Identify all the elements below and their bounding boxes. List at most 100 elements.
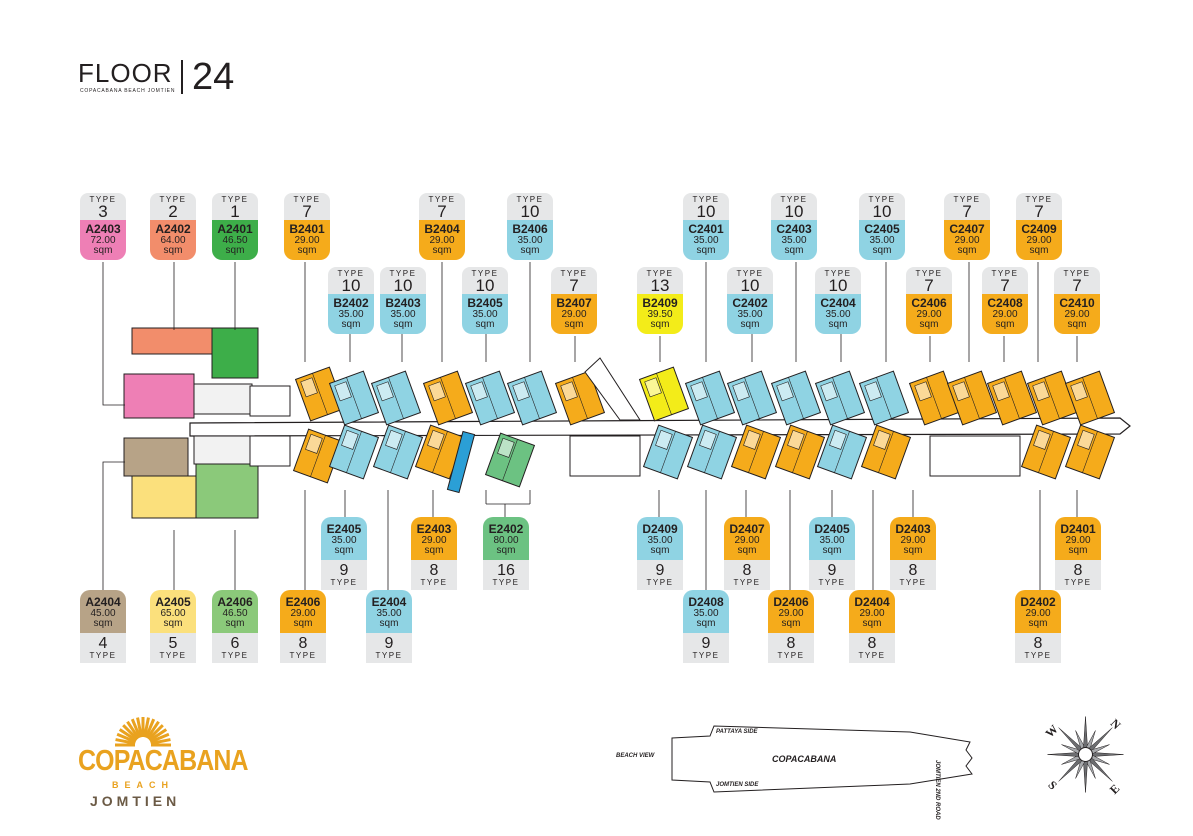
type-number: 8	[867, 635, 877, 652]
bottom-module-6	[686, 424, 738, 480]
type-word: TYPE	[991, 269, 1019, 278]
top-module-3-wall	[440, 377, 456, 419]
top-module-1-wall	[346, 377, 362, 419]
unit-sqm: sqm	[919, 319, 939, 330]
unit-code: C2405	[864, 222, 900, 236]
sun-ray	[144, 718, 156, 739]
pattaya-side-label: PATTAYA SIDE	[716, 729, 758, 735]
type-number: 9	[339, 562, 349, 579]
unit-sqm: sqm	[334, 545, 354, 556]
unit-code: D2401	[1060, 522, 1096, 536]
bottom-module-8	[774, 424, 826, 480]
type-word: TYPE	[818, 578, 846, 587]
unit-area: 29.00	[1065, 535, 1091, 546]
top-module-1-room	[334, 381, 352, 402]
type-number: 8	[1033, 635, 1043, 652]
unit-code: A2401	[217, 222, 253, 236]
unit-code: B2402	[333, 296, 369, 310]
type-word: TYPE	[159, 195, 187, 204]
type-word: TYPE	[733, 578, 761, 587]
type-word: TYPE	[221, 195, 249, 204]
unit-area: 64.00	[160, 235, 186, 246]
unit-code: A2402	[155, 222, 191, 236]
unit-area: 29.00	[1064, 309, 1090, 320]
unit-area: 35.00	[737, 309, 763, 320]
type-number: 7	[437, 202, 447, 221]
bottom-module-10-room	[873, 429, 891, 450]
unit-area: 46.50	[222, 608, 248, 619]
a2406-shape	[195, 461, 259, 519]
unit-sqm: sqm	[432, 245, 452, 256]
top-module-8	[684, 370, 736, 426]
logo-beach: BEACH	[112, 780, 175, 790]
top-module-5-wall	[524, 377, 540, 419]
bottom-module-9-room	[829, 429, 847, 450]
bottom-module-7-room	[743, 429, 761, 450]
a2402-shape	[131, 327, 213, 355]
unit-code: B2406	[512, 222, 548, 236]
bottom-module-3-wall	[432, 431, 448, 473]
unit-area: 72.00	[90, 235, 116, 246]
unit-code: C2408	[987, 296, 1023, 310]
type-number: 7	[962, 202, 972, 221]
unit-sqm: sqm	[957, 245, 977, 256]
bottom-module-9-wall	[834, 431, 850, 473]
bottom-module-1-wall	[346, 431, 362, 473]
unit-code: C2402	[732, 296, 768, 310]
sun-ray	[149, 732, 170, 744]
